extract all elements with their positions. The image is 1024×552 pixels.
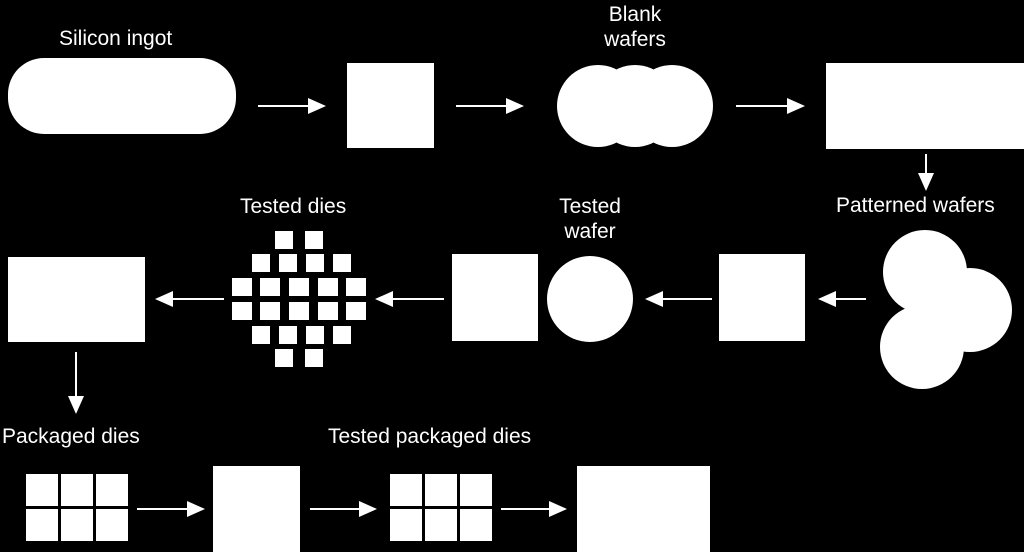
- tested-dies-grid: [232, 231, 366, 367]
- label-packaged-dies: Packaged dies: [2, 425, 140, 448]
- part-tester-box: [213, 466, 300, 552]
- blank-wafers-shape: [557, 65, 713, 147]
- patterned-wafers-shape: [880, 230, 1012, 389]
- label-blank-wafers: Blank wafers: [590, 2, 680, 52]
- silicon-ingot-shape: [8, 58, 236, 134]
- label-blank-wafers-line2: wafers: [604, 28, 666, 51]
- dicer-box: [452, 254, 538, 341]
- bond-die-box: [8, 257, 145, 342]
- tested-packaged-dies-grid: [390, 474, 492, 541]
- processing-box: [826, 63, 1024, 149]
- label-blank-wafers-line1: Blank: [608, 3, 662, 26]
- label-tested-dies: Tested dies: [240, 195, 347, 218]
- ship-to-customers-box: [577, 466, 710, 552]
- label-tested-wafer-line2: wafer: [564, 220, 616, 243]
- wafer-tester-box: [719, 254, 805, 341]
- label-tested-wafer-line1: Tested: [559, 195, 621, 218]
- label-tested-packaged-dies: Tested packaged dies: [328, 425, 532, 448]
- tested-wafer-shape: [547, 256, 633, 342]
- packaged-dies-grid: [26, 474, 128, 541]
- label-patterned-wafers: Patterned wafers: [836, 194, 995, 217]
- label-silicon-ingot: Silicon ingot: [59, 27, 173, 50]
- label-tested-wafer: Tested wafer: [545, 194, 635, 244]
- slicer-box: [347, 63, 434, 148]
